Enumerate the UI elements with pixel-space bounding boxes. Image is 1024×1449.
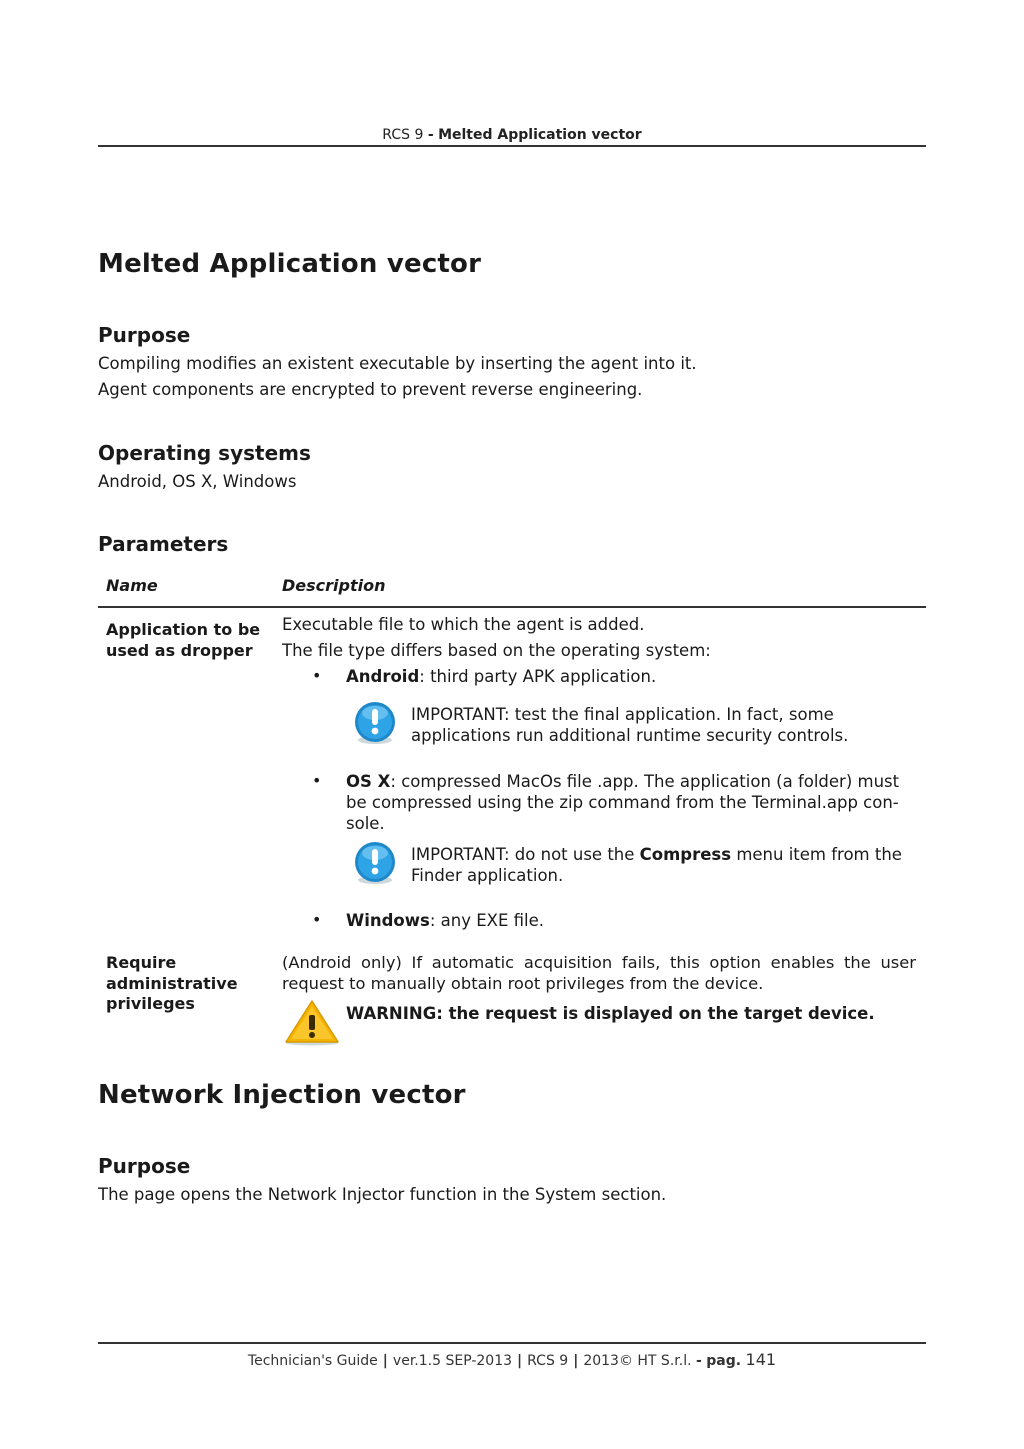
param-name-admin: Require administrative privileges [106, 953, 276, 1015]
footer-guide: Technician's Guide [247, 1353, 378, 1369]
important-note-1: IMPORTANT: test the final application. I… [411, 705, 916, 746]
desc-admin: (Android only) If automatic acquisition … [282, 952, 916, 994]
bullet-label: Windows [346, 911, 430, 930]
warning-triangle-icon [285, 1000, 339, 1046]
param-name-dropper: Application to be used as dropper [106, 620, 276, 661]
footer-version: ver.1.5 SEP-2013 [392, 1353, 513, 1369]
running-header: RCS 9 - Melted Application vector [98, 127, 926, 143]
info-exclamation-icon [355, 702, 395, 744]
bullet-text: be compressed using the zip command from… [346, 793, 899, 812]
param-name-line: administrative [106, 973, 238, 993]
footer-separator: | [573, 1353, 579, 1369]
note-line: applications run additional runtime secu… [411, 725, 849, 745]
desc-line: (Android only) If automatic acquisition … [282, 953, 916, 972]
bullet-android: Android: third party APK application. [346, 666, 656, 687]
purpose-line-1: Compiling modifies an existent executabl… [98, 354, 697, 373]
bullet-osx: OS X: compressed MacOs file .app. The ap… [346, 771, 916, 834]
os-value: Android, OS X, Windows [98, 472, 297, 491]
page-number: 141 [745, 1350, 777, 1369]
param-name-line: used as dropper [106, 640, 253, 660]
header-product: RCS 9 [382, 127, 424, 143]
bullet-text: : compressed MacOs file .app. The applic… [390, 772, 900, 791]
section-title-melted: Melted Application vector [98, 249, 482, 279]
param-name-line: Require [106, 953, 177, 972]
os-heading: Operating systems [98, 441, 311, 465]
info-exclamation-icon [355, 842, 395, 884]
bullet-text: : third party APK application. [419, 667, 657, 686]
footer-copyright: 2013© HT S.r.l. [583, 1353, 692, 1369]
header-rule [98, 145, 926, 147]
param-name-line: Application to be [106, 620, 261, 639]
bullet-label: Android [346, 667, 420, 686]
purpose-heading-2: Purpose [98, 1154, 191, 1178]
purpose-line-network: The page opens the Network Injector func… [98, 1185, 667, 1204]
table-header-rule [98, 606, 926, 608]
table-col-description: Description [282, 576, 386, 595]
purpose-heading: Purpose [98, 323, 191, 347]
note-bold: Compress [639, 845, 732, 864]
footer-separator: | [382, 1353, 388, 1369]
important-note-2: IMPORTANT: do not use the Compress menu … [411, 845, 916, 886]
section-title-network: Network Injection vector [98, 1080, 466, 1110]
bullet-icon: • [312, 771, 322, 790]
header-dash: - [427, 127, 434, 143]
note-text: IMPORTANT: do not use the [411, 845, 640, 864]
note-line: IMPORTANT: test the final application. I… [411, 705, 834, 724]
warning-text: WARNING: the request is displayed on the… [346, 1004, 875, 1023]
note-text: menu item from the [731, 845, 902, 864]
table-col-name: Name [106, 576, 158, 595]
footer-rule [98, 1342, 926, 1344]
bullet-icon: • [312, 910, 322, 929]
parameters-heading: Parameters [98, 532, 229, 556]
bullet-label: OS X [346, 772, 391, 791]
bullet-icon: • [312, 666, 322, 685]
footer-separator: | [517, 1353, 523, 1369]
purpose-line-2: Agent components are encrypted to preven… [98, 380, 643, 399]
footer-dash: - [696, 1353, 702, 1369]
footer-product: RCS 9 [527, 1353, 569, 1369]
bullet-text: : any EXE file. [429, 911, 544, 930]
bullet-text: sole. [346, 814, 385, 833]
desc-line: Executable file to which the agent is ad… [282, 615, 645, 634]
desc-line: request to manually obtain root privileg… [282, 974, 764, 993]
header-title: Melted Application vector [438, 127, 642, 143]
page-footer: Technician's Guide|ver.1.5 SEP-2013|RCS … [98, 1350, 926, 1369]
footer-pag-label: pag. [706, 1353, 742, 1369]
desc-line: The file type differs based on the opera… [282, 641, 711, 660]
param-name-line: privileges [106, 994, 195, 1013]
note-line: Finder application. [411, 865, 564, 885]
bullet-windows: Windows: any EXE file. [346, 910, 544, 931]
